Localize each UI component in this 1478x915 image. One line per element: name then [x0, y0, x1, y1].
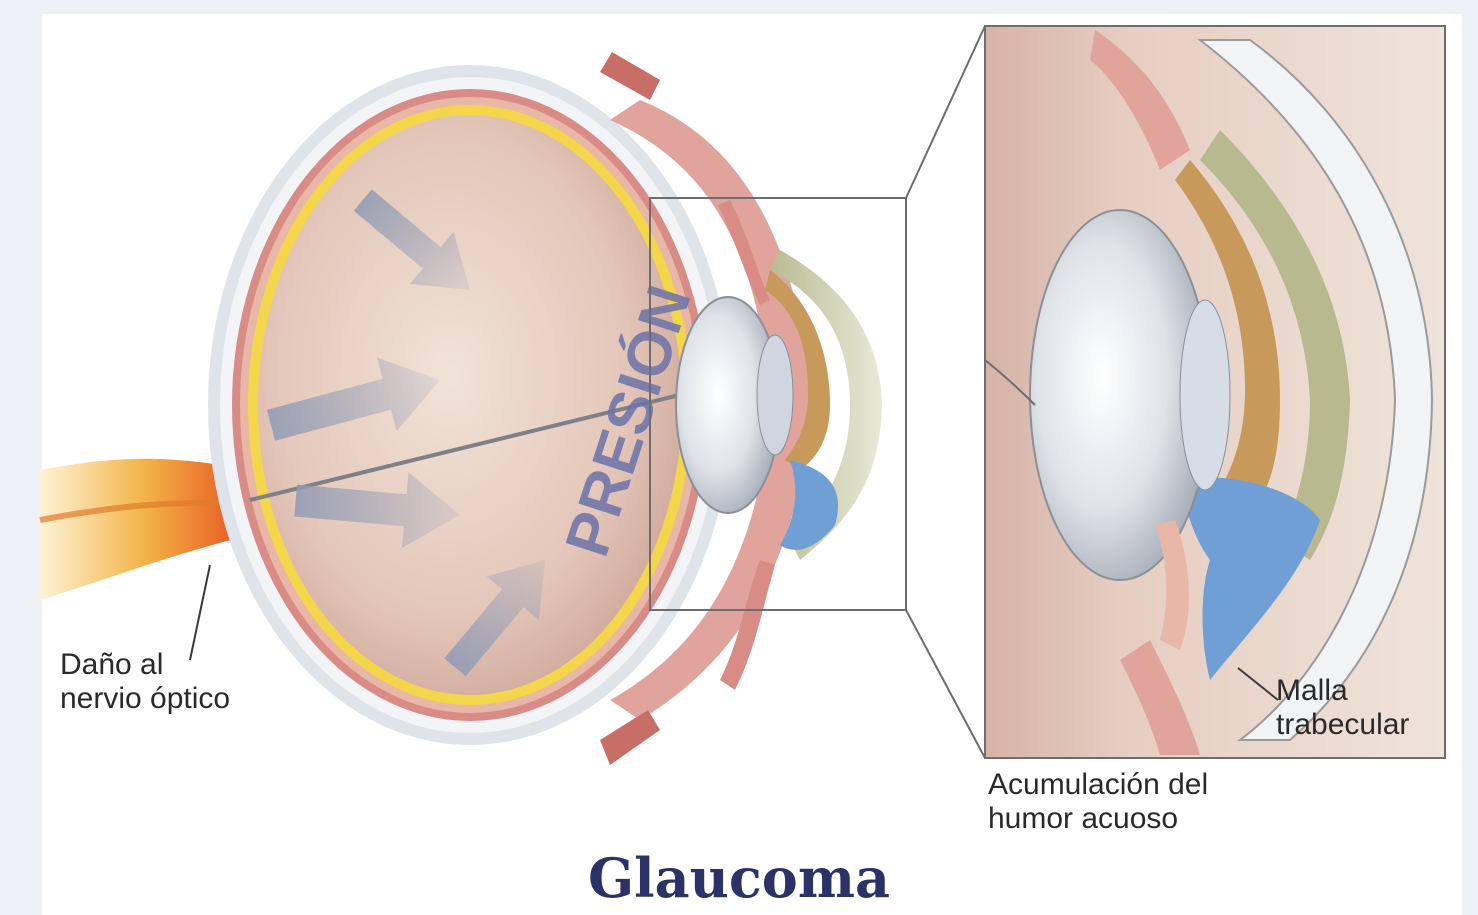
label-trabecular-line1: Malla: [1276, 674, 1409, 708]
label-nerve-damage-line1: Daño al: [60, 648, 230, 682]
label-aqueous-line2: humor acuoso: [988, 802, 1208, 836]
label-nerve-damage-line2: nervio óptico: [60, 682, 230, 716]
label-aqueous-line1: Acumulación del: [988, 768, 1208, 802]
label-trabecular-mesh: Malla trabecular: [1276, 674, 1409, 742]
label-nerve-damage: Daño al nervio óptico: [60, 648, 230, 716]
label-trabecular-line2: trabecular: [1276, 708, 1409, 742]
label-aqueous-buildup: Acumulación del humor acuoso: [988, 768, 1208, 836]
diagram-title: Glaucoma: [0, 848, 1478, 908]
